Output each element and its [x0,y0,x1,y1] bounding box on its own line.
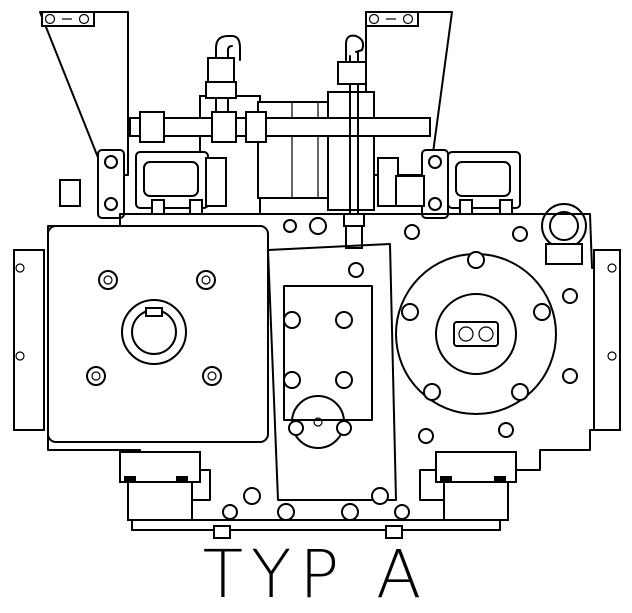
right-drive-flange [395,224,578,444]
hydraulic-pipe-right [337,34,367,249]
center-manifold [267,217,397,501]
left-mounting-bracket [39,11,129,219]
right-mounting-bracket [365,11,453,219]
left-cover-plate [47,225,269,443]
main-housing [13,213,621,531]
solenoid-valve-right [377,151,521,215]
solenoid-valve-left [135,151,227,215]
hydraulic-pipe-left [205,35,241,113]
lower-right-gear-housing [435,451,517,521]
drawing-caption: TYP A [202,536,430,613]
lower-left-gear-housing [119,451,201,521]
lifting-eye [541,203,587,265]
lower-bolt-row [213,487,410,539]
